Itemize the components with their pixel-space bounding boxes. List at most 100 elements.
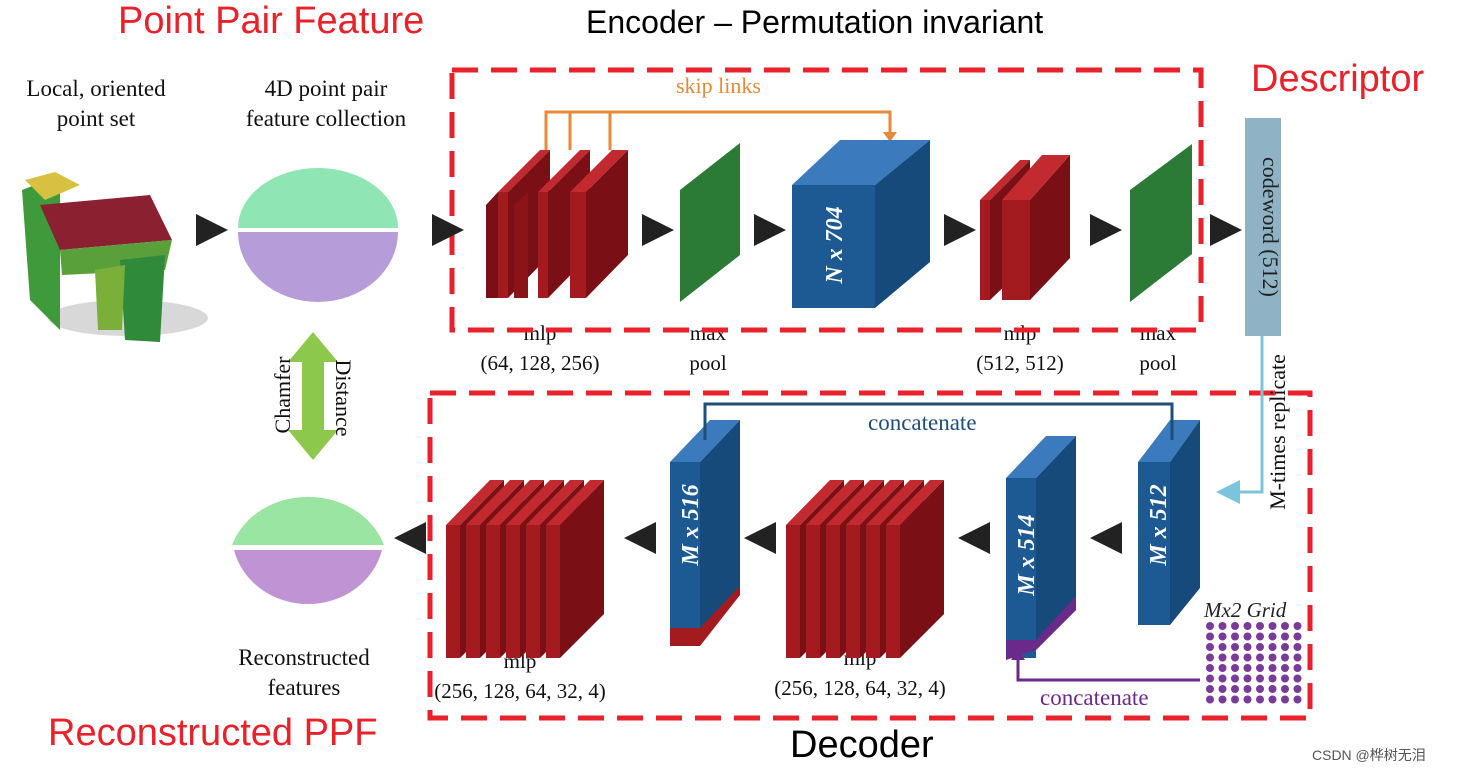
label-skip-links: skip links (676, 73, 761, 98)
grid-dot (1218, 643, 1227, 651)
mlp-slab-top (806, 480, 864, 525)
title-reconstructed-ppf: Reconstructed PPF (48, 712, 378, 754)
grid-dot (1293, 653, 1302, 662)
codeword-bar (1245, 118, 1281, 336)
grid-dot (1256, 632, 1264, 641)
mlp-slab-top (786, 480, 844, 525)
label-4d-line2: feature collection (245, 106, 407, 131)
mx2-grid (1206, 622, 1302, 704)
mlp-slab-top (486, 480, 544, 525)
grid-dot (1256, 622, 1264, 630)
grid-dot (1293, 695, 1302, 704)
mlp-slab-top (886, 480, 944, 525)
mlp-slab-top (506, 480, 564, 525)
mlp-slab-top (546, 480, 604, 525)
grid-dot (1206, 622, 1214, 630)
label-maxpool1: max pool (668, 318, 748, 378)
n704-block (792, 140, 930, 308)
grid-dot (1256, 653, 1264, 662)
mlp-slab-front (786, 525, 800, 658)
grid-dot (1268, 622, 1277, 630)
grid-dot (1206, 685, 1214, 693)
grid-dot (1268, 674, 1277, 683)
grid-dot (1231, 664, 1239, 672)
label-maxpool2-l2: pool (1139, 351, 1177, 375)
grid-dot (1218, 674, 1227, 683)
grid-dot (1231, 632, 1239, 641)
grid-dot (1206, 632, 1214, 641)
label-maxpool1-l1: max (689, 321, 727, 345)
chamfer-double-arrow (288, 332, 338, 460)
grid-dot (1231, 653, 1239, 662)
title-descriptor: Descriptor (1251, 58, 1425, 100)
grid-dot (1268, 632, 1277, 641)
title-encoder: Encoder – Permutation invariant (586, 4, 1044, 40)
label-mlp-a-dims: (256, 128, 64, 32, 4) (434, 679, 606, 703)
label-mlp1: mlp (64, 128, 256) (460, 318, 620, 378)
reconstructed-features-image (232, 496, 384, 605)
label-recon-line1: Reconstructed (238, 645, 370, 670)
grid-dot (1268, 664, 1277, 672)
title-point-pair-feature: Point Pair Feature (118, 0, 425, 42)
grid-dot (1218, 685, 1227, 693)
grid-dot (1231, 695, 1239, 704)
label-mlp1-dims: (64, 128, 256) (480, 351, 600, 375)
grid-dot (1231, 674, 1239, 683)
grid-dot (1293, 664, 1302, 672)
grid-dot (1243, 685, 1252, 693)
label-m512: M x 512 (1146, 484, 1172, 566)
grid-dot (1218, 653, 1227, 662)
grid-dot (1243, 643, 1252, 651)
label-mlp1-name: mlp (523, 321, 557, 345)
decoder-mlp-a-block (446, 480, 604, 658)
encoder-dashed-box (449, 67, 1204, 333)
label-replicate: M-times replicate (1265, 354, 1290, 510)
grid-dot (1256, 695, 1264, 704)
label-recon-line2: features (267, 675, 341, 700)
label-mlp-decoder-a: mlp (256, 128, 64, 32, 4) (420, 646, 620, 706)
m514-block (1006, 436, 1076, 660)
grid-dot (1281, 643, 1289, 651)
label-4d-ppf: 4D point pair feature collection (220, 74, 432, 134)
label-maxpool1-l2: pool (689, 351, 727, 375)
mlp-slab-top (466, 480, 524, 525)
grid-dot (1218, 632, 1227, 641)
label-concatenate-top: concatenate (868, 410, 977, 435)
mlp-slab-top (866, 480, 924, 525)
grid-dot (1281, 622, 1289, 630)
label-mlp2-dims: (512, 512) (976, 351, 1064, 375)
grid-dot (1231, 622, 1239, 630)
mlp-slab-top (446, 480, 504, 525)
maxpool1-slab (680, 143, 740, 302)
grid-dot (1268, 685, 1277, 693)
label-mlp-b-dims: (256, 128, 64, 32, 4) (774, 676, 946, 700)
skip-links-arrowhead (883, 132, 897, 142)
mlp-slab-front (486, 525, 500, 658)
grid-dot (1293, 685, 1302, 693)
concat-bottom-connector (1016, 656, 1200, 682)
grid-dot (1256, 685, 1264, 693)
m512-block (1138, 420, 1200, 625)
label-4d-line1: 4D point pair (264, 76, 388, 101)
grid-dot (1218, 695, 1227, 704)
grid-dot (1281, 685, 1289, 693)
decoder-dashed-box (427, 390, 1313, 721)
mlp-slab-front (846, 525, 860, 658)
grid-dot (1256, 674, 1264, 683)
grid-dot (1231, 685, 1239, 693)
mlp2-block (980, 155, 1070, 300)
mlp-slab-front (466, 525, 480, 658)
label-local-line1: Local, oriented (26, 76, 166, 101)
grid-dot (1256, 643, 1264, 651)
chair-point-set-image (22, 172, 208, 342)
label-chamfer: Chamfer (270, 356, 295, 434)
decoder-mlp-b-block (786, 480, 944, 658)
skip-links-connector (544, 110, 892, 150)
maxpool2-slab (1130, 144, 1192, 302)
replicate-connector (1216, 336, 1264, 504)
mlp-slab-front (526, 525, 540, 658)
mlp-slab-front (506, 525, 520, 658)
grid-dot (1206, 695, 1214, 704)
grid-dot (1218, 664, 1227, 672)
